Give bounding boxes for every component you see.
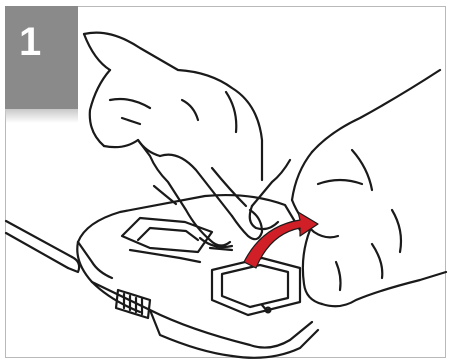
step-number: 1	[19, 18, 41, 66]
step-badge-shadow	[5, 109, 78, 123]
cable-icon	[6, 221, 79, 272]
device-icon	[77, 195, 318, 358]
step-badge: 1	[5, 6, 78, 109]
